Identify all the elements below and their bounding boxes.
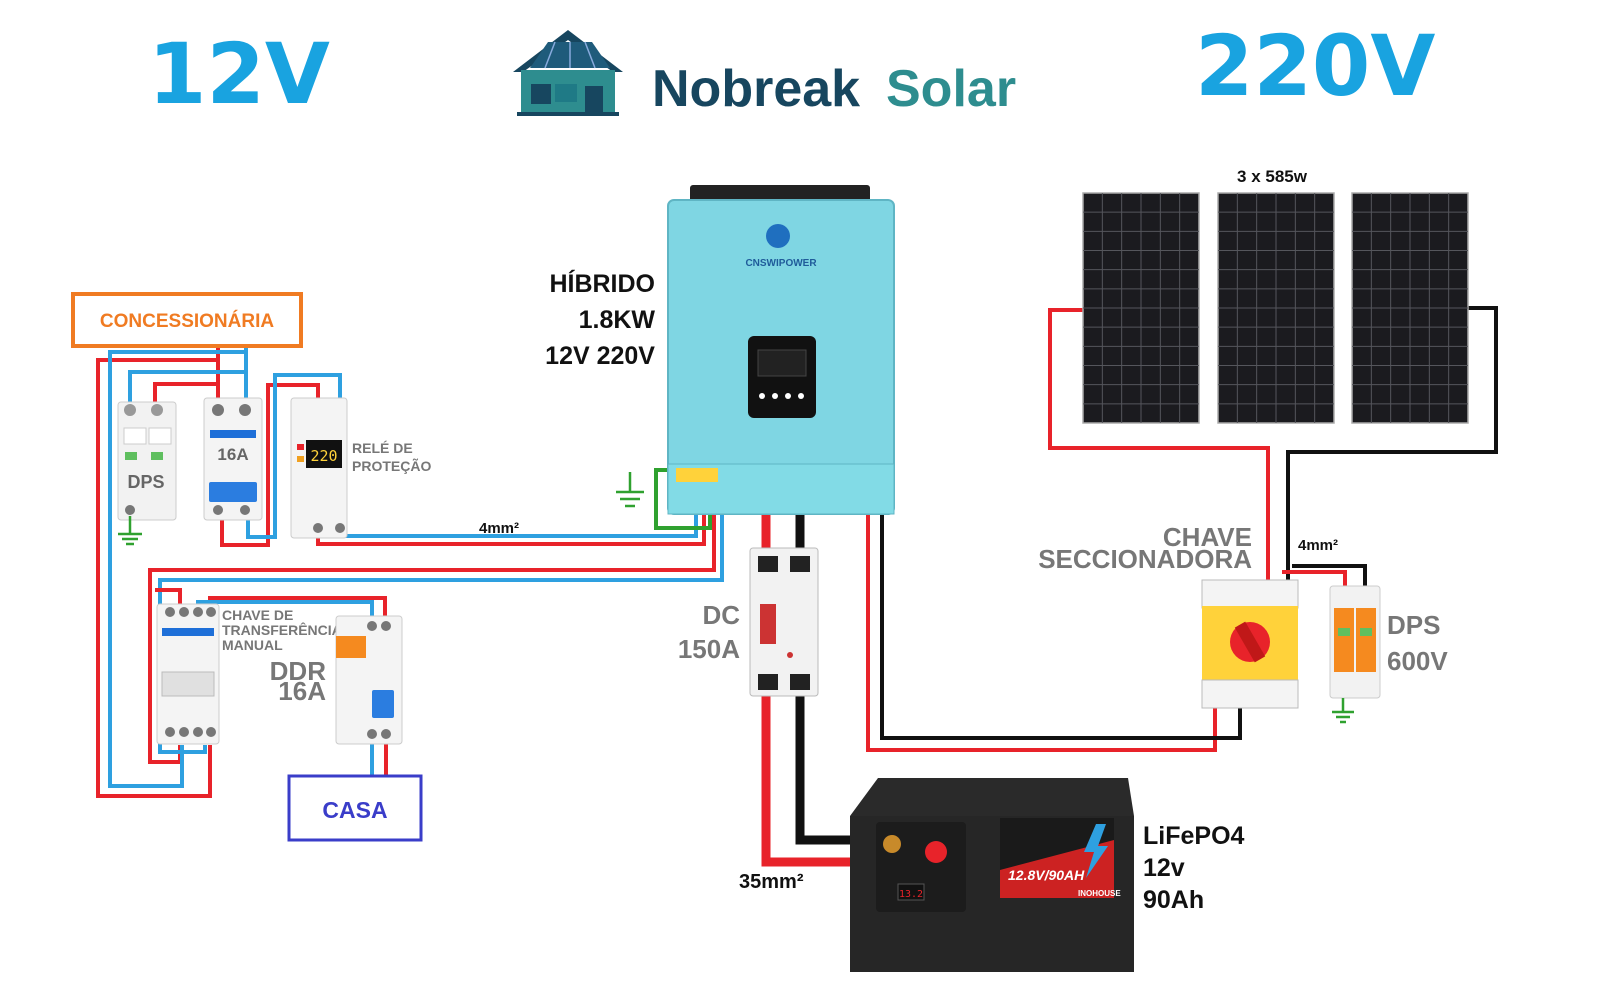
protection-relay: 220 RELÉ DE PROTEÇÃO bbox=[290, 397, 431, 539]
ddr-16a: DDR 16A bbox=[270, 615, 403, 745]
inverter-brand: CNSWIPOWER bbox=[745, 258, 817, 269]
pv-disconnect-switch: CHAVE SECCIONADORA bbox=[1038, 522, 1299, 709]
battery-cable-size: 35mm² bbox=[739, 871, 804, 893]
ac-cable-size: 4mm² bbox=[479, 520, 519, 537]
wire-battery-positive bbox=[761, 690, 885, 867]
ddr-label-line2: 16A bbox=[278, 676, 326, 706]
left-voltage-heading: 12V bbox=[148, 25, 330, 123]
brand-word-solar: Solar bbox=[886, 60, 1016, 118]
wire-pv-positive bbox=[1048, 308, 1270, 588]
solar-panel-array bbox=[1082, 192, 1469, 424]
house-label: CASA bbox=[322, 797, 387, 823]
utility-label: CONCESSIONÁRIA bbox=[100, 310, 274, 332]
transfer-switch-label-line2: TRANSFERÊNCIA bbox=[222, 621, 342, 638]
relay-label-line2: PROTEÇÃO bbox=[352, 457, 431, 474]
right-voltage-heading: 220V bbox=[1195, 17, 1435, 115]
ground-icon bbox=[1332, 698, 1354, 724]
dc-breaker-label-line2: 150A bbox=[678, 634, 740, 664]
dc-breaker-label-line1: DC bbox=[702, 600, 740, 630]
transfer-switch-label-line1: CHAVE DE bbox=[222, 607, 293, 623]
nobreak-solar-logo: Nobreak Solar bbox=[513, 30, 1016, 118]
transfer-switch-label-line3: MANUAL bbox=[222, 637, 283, 653]
battery-chemistry: LiFePO4 bbox=[1143, 822, 1245, 850]
utility-box: CONCESSIONÁRIA bbox=[71, 292, 303, 348]
battery-voltage: 12v bbox=[1143, 854, 1185, 882]
relay-reading: 220 bbox=[310, 447, 337, 465]
ground-icon bbox=[118, 516, 142, 546]
dc-breaker-150a: DC 150A bbox=[678, 547, 819, 697]
battery-capacity: 90Ah bbox=[1143, 886, 1204, 914]
pv-dps-600v: DPS 600V bbox=[1329, 585, 1448, 724]
pv-cable-size: 4mm² bbox=[1298, 537, 1338, 554]
wire-pv-to-inverter-black bbox=[880, 515, 1242, 740]
brand-word-nobreak: Nobreak bbox=[652, 60, 860, 118]
hybrid-inverter: CNSWIPOWER HÍBRIDO 1.8KW 12V 220V bbox=[545, 185, 895, 515]
battery-front-label: 12.8V/90AH bbox=[1008, 867, 1085, 883]
wire-pv-to-inverter-red bbox=[866, 515, 1217, 752]
ground-icon bbox=[616, 472, 644, 508]
disconnect-label-line2: SECCIONADORA bbox=[1038, 544, 1252, 574]
breaker-label: 16A bbox=[217, 445, 248, 464]
manual-transfer-switch: CHAVE DE TRANSFERÊNCIA MANUAL bbox=[156, 603, 342, 745]
battery-brand: INOHOUSE bbox=[1078, 889, 1121, 898]
inverter-voltage: 12V 220V bbox=[545, 342, 655, 370]
inverter-power: 1.8KW bbox=[579, 306, 656, 334]
ddr-label-line1: DDR bbox=[270, 656, 327, 686]
relay-label-line1: RELÉ DE bbox=[352, 440, 413, 456]
lifepo4-battery: 13.2 12.8V/90AH INOHOUSE LiFePO4 12v 90A… bbox=[850, 778, 1245, 972]
panels-label: 3 x 585w bbox=[1237, 167, 1308, 186]
pv-dps-label-line2: 600V bbox=[1387, 646, 1448, 676]
grid-dps: DPS bbox=[117, 401, 177, 546]
wire-pv-negative bbox=[1286, 306, 1498, 588]
house-solar-icon bbox=[513, 30, 623, 116]
wire-utility-phase bbox=[153, 345, 220, 405]
grid-breaker-16a: 16A bbox=[203, 397, 263, 521]
battery-display: 13.2 bbox=[899, 889, 923, 900]
lightning-icon bbox=[1084, 824, 1108, 878]
wire-utility-neutral bbox=[128, 345, 248, 405]
inverter-type: HÍBRIDO bbox=[549, 269, 655, 298]
house-box: CASA bbox=[287, 774, 423, 842]
disconnect-label-line1: CHAVE bbox=[1163, 522, 1252, 552]
pv-dps-label-line1: DPS bbox=[1387, 610, 1440, 640]
grid-dps-label: DPS bbox=[127, 472, 164, 492]
